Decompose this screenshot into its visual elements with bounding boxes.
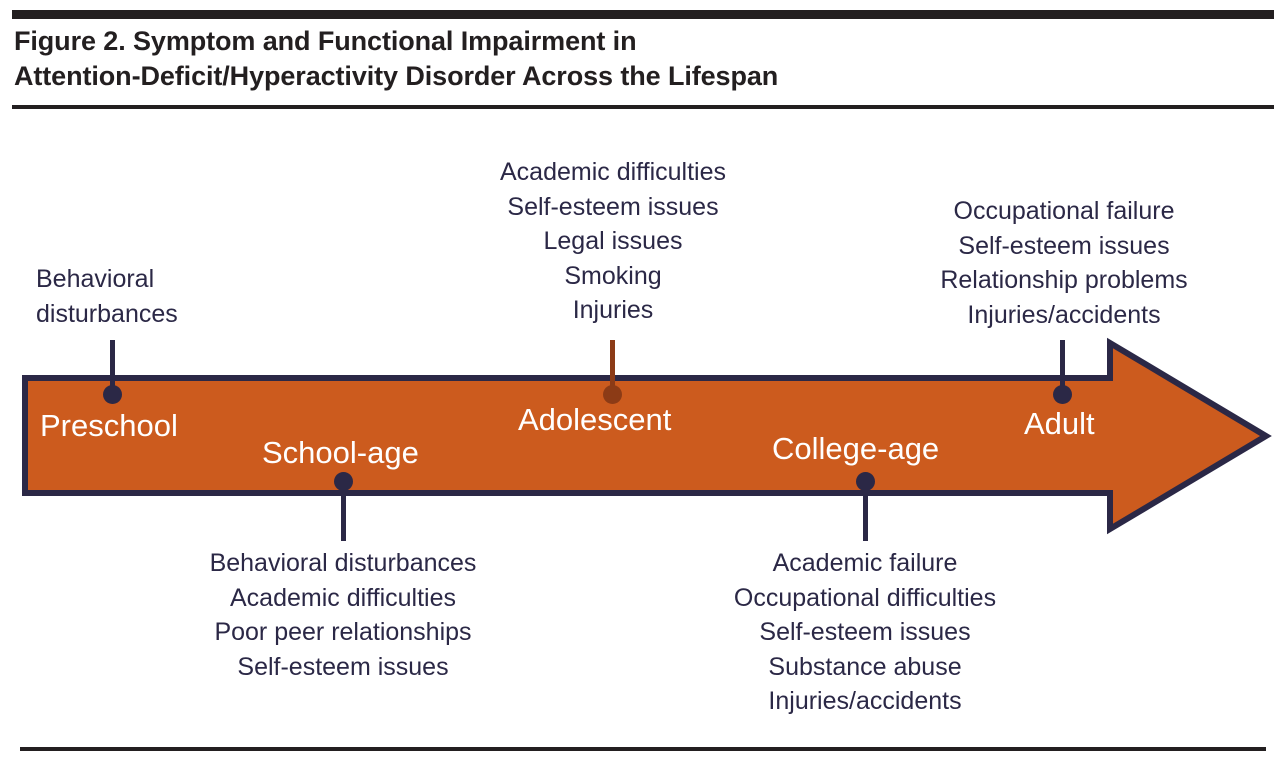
stage-label-school-age: School-age [262,435,419,470]
symptom-item: Self-esteem issues [237,652,449,681]
symptom-item: Injuries [572,296,654,324]
symptom-item: Legal issues [543,227,683,255]
symptoms-adult: Occupational failure Self-esteem issues … [864,194,1264,332]
dot-preschool [103,385,122,404]
stem-adult [1060,340,1065,398]
dot-adult [1053,385,1072,404]
symptom-item: Self-esteem issues [958,231,1170,260]
stem-school-age [341,481,346,541]
symptoms-school-age: Behavioral disturbances Academic difficu… [143,546,543,684]
stage-label-adolescent: Adolescent [518,402,672,437]
symptom-item: Academic difficulties [229,583,457,612]
symptom-item: Relationship problems [940,266,1188,294]
stem-adolescent [610,340,615,398]
symptoms-preschool: Behavioral disturbances [36,262,178,331]
stem-college-age [863,481,868,541]
rule-bottom [20,747,1266,751]
stage-label-adult: Adult [1024,406,1095,441]
symptom-item: Academic failure [772,549,958,577]
dot-adolescent [603,385,622,404]
symptom-item: Substance abuse [768,652,962,681]
symptom-item: Self-esteem issues [759,618,971,646]
symptom-item: Occupational difficulties [733,583,997,612]
stage-label-preschool: Preschool [40,408,178,443]
symptom-item: Behavioral [36,265,155,293]
figure-title-line-2: Attention-Deficit/Hyperactivity Disorder… [14,61,779,92]
figure-title: Figure 2. Symptom and Functional Impairm… [14,24,1194,94]
symptom-item: Injuries/accidents [967,300,1161,329]
rule-top [12,10,1274,19]
symptom-item: Smoking [564,261,662,290]
figure-title-line-1: Figure 2. Symptom and Functional Impairm… [14,26,637,56]
symptoms-adolescent: Academic difficulties Self-esteem issues… [413,155,813,328]
stem-preschool [110,340,115,398]
rule-below-title [12,105,1274,109]
symptom-item: Poor peer relationships [214,618,472,646]
symptom-item: Self-esteem issues [507,192,719,221]
symptom-item: Injuries/accidents [768,687,962,715]
symptom-item: Behavioral disturbances [209,549,477,577]
symptom-item: Academic difficulties [499,158,727,186]
symptoms-college-age: Academic failure Occupational difficulti… [665,546,1065,719]
symptom-item: Occupational failure [953,197,1175,225]
symptom-item: disturbances [36,299,178,328]
stage-label-college-age: College-age [772,431,940,466]
